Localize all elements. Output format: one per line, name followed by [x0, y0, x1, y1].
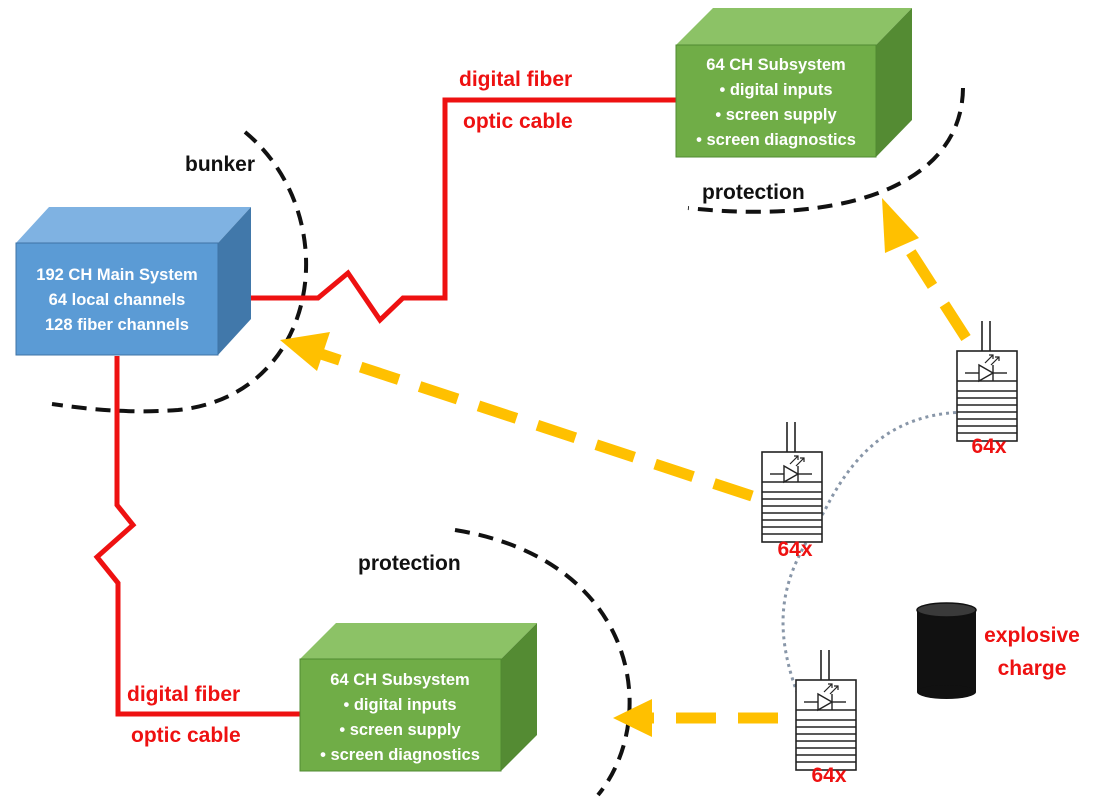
subsystem-bottom-line-3: • screen supply: [339, 721, 461, 739]
subsystem-top-line-1: 64 CH Subsystem: [706, 56, 845, 74]
cable-label-top-line-1: digital fiber: [459, 68, 572, 91]
signal-arrow-to-main: [280, 332, 754, 502]
cable-label-bottom-line-2: optic cable: [131, 724, 241, 747]
explosive-label-line-1: explosive: [984, 624, 1080, 647]
detector-count-label: 64x: [811, 764, 846, 787]
detector-chain-link: [781, 410, 971, 701]
main-system-line-3: 128 fiber channels: [45, 316, 189, 334]
led-detector-icon: [795, 649, 857, 771]
subsystem-bottom-line-1: 64 CH Subsystem: [330, 671, 469, 689]
main-system-line-1: 192 CH Main System: [36, 266, 197, 284]
subsystem-top-line-4: • screen diagnostics: [696, 131, 856, 149]
main-system-line-2: 64 local channels: [49, 291, 186, 309]
subsystem-bottom-line-2: • digital inputs: [343, 696, 456, 714]
protection-boundary-top: [687, 87, 965, 214]
signal-arrow-to-subsystem-top: [882, 198, 971, 341]
fiber-cable-top: [217, 97, 676, 324]
bunker-label: bunker: [185, 153, 255, 176]
detector-count-label: 64x: [777, 538, 812, 561]
subsystem-box-bottom: 64 CH Subsystem • digital inputs • scree…: [299, 623, 537, 772]
main-system-box: 192 CH Main System 64 local channels 128…: [15, 207, 251, 356]
signal-arrow-to-subsystem-bottom: [613, 699, 778, 737]
subsystem-top-line-3: • screen supply: [715, 106, 837, 124]
led-detector-icon: [956, 320, 1018, 442]
subsystem-box-top: 64 CH Subsystem • digital inputs • scree…: [675, 8, 912, 158]
explosive-charge-icon: [916, 602, 977, 699]
cable-label-top-line-2: optic cable: [463, 110, 573, 133]
bunker-boundary: [51, 130, 309, 414]
subsystem-top-line-2: • digital inputs: [719, 81, 832, 99]
cable-label-bottom-line-1: digital fiber: [127, 683, 240, 706]
detector-count-label: 64x: [971, 435, 1006, 458]
protection-label-top: protection: [702, 181, 805, 204]
led-detector-icon: [761, 421, 823, 543]
fiber-cable-bottom: [93, 356, 300, 717]
explosive-label-line-2: charge: [998, 657, 1067, 680]
subsystem-bottom-line-4: • screen diagnostics: [320, 746, 480, 764]
protection-label-bottom: protection: [358, 552, 461, 575]
